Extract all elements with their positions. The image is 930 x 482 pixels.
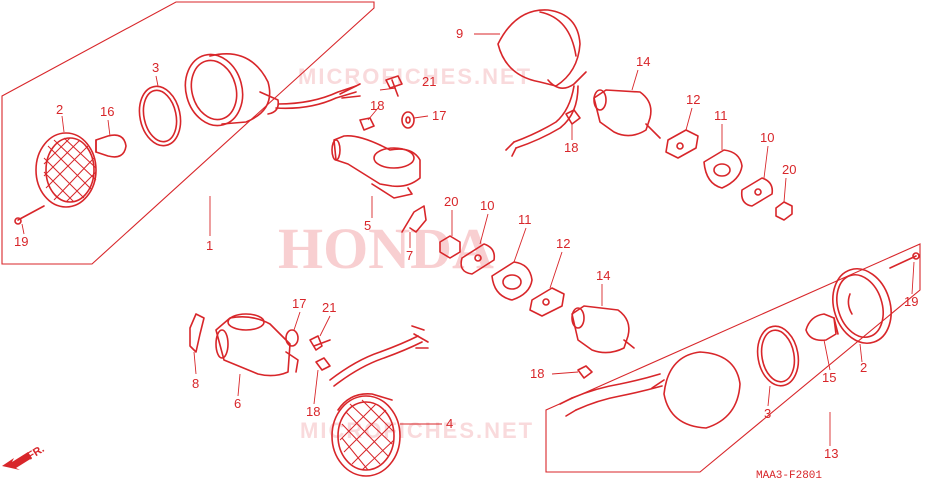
gasket-right bbox=[756, 325, 800, 387]
assembly-frame-right bbox=[545, 243, 921, 473]
callout-1: 1 bbox=[206, 238, 213, 253]
bracket-lower-6 bbox=[215, 313, 299, 377]
callout-20-center: 20 bbox=[444, 194, 458, 209]
honda-watermark: HONDA bbox=[278, 216, 494, 281]
socket-top bbox=[593, 89, 661, 139]
callout-8: 8 bbox=[192, 376, 199, 391]
nut-lower-18 bbox=[315, 357, 331, 371]
callout-21-upper: 21 bbox=[422, 74, 436, 89]
callout-18-upper: 18 bbox=[370, 98, 384, 113]
callout-14-top: 14 bbox=[636, 54, 650, 69]
callout-10-center: 10 bbox=[480, 198, 494, 213]
screw-left bbox=[14, 205, 45, 225]
leader-lines bbox=[21, 33, 915, 446]
callout-6: 6 bbox=[234, 396, 241, 411]
callout-2-left: 2 bbox=[56, 102, 63, 117]
callout-9: 9 bbox=[456, 26, 463, 41]
callout-10-top: 10 bbox=[760, 130, 774, 145]
callout-17-upper: 17 bbox=[432, 108, 446, 123]
gasket-left bbox=[138, 85, 182, 147]
site-watermark-bottom: MICROFICHES.NET bbox=[300, 418, 534, 443]
callout-16: 16 bbox=[100, 104, 114, 119]
washer-top-12 bbox=[665, 129, 699, 159]
washer-top-10 bbox=[740, 177, 774, 207]
callout-3-left: 3 bbox=[152, 60, 159, 75]
wires-lower bbox=[329, 325, 429, 387]
housing-left bbox=[184, 53, 361, 127]
nut-upper bbox=[359, 117, 375, 131]
grommet-top-11 bbox=[703, 149, 743, 189]
washer-center-12 bbox=[529, 287, 565, 317]
site-watermark-top: MICROFICHES.NET bbox=[298, 64, 532, 89]
nut-right-18 bbox=[577, 365, 593, 379]
lens-right bbox=[832, 268, 892, 344]
nut-top-18 bbox=[565, 109, 581, 125]
grommet-center-11 bbox=[491, 261, 533, 301]
callout-12-top: 12 bbox=[686, 92, 700, 107]
forward-arrow-icon bbox=[2, 452, 32, 470]
lens-left bbox=[35, 132, 97, 208]
bracket-upper bbox=[331, 134, 421, 199]
callout-17-lower: 17 bbox=[292, 296, 306, 311]
callout-5: 5 bbox=[364, 218, 371, 233]
bushing-upper bbox=[401, 111, 415, 129]
housing-top bbox=[497, 9, 587, 157]
callout-19-left: 19 bbox=[14, 234, 28, 249]
callout-18-lower: 18 bbox=[306, 404, 320, 419]
washer-center-10 bbox=[460, 243, 496, 275]
clip-lower-8 bbox=[189, 313, 205, 353]
callout-11-center: 11 bbox=[518, 212, 532, 227]
nut-top-20 bbox=[775, 201, 793, 221]
callout-19-right: 19 bbox=[904, 294, 918, 309]
bushing-lower-17 bbox=[285, 329, 299, 347]
screw-right bbox=[889, 252, 920, 269]
socket-center-14 bbox=[571, 305, 635, 354]
callout-13: 13 bbox=[824, 446, 838, 461]
callout-12-center: 12 bbox=[556, 236, 570, 251]
callout-21-lower: 21 bbox=[322, 300, 336, 315]
bulb-left bbox=[95, 134, 127, 158]
callout-18-top: 18 bbox=[564, 140, 578, 155]
nut-center-20 bbox=[439, 235, 461, 259]
assembly-frame-left bbox=[1, 1, 375, 265]
callout-4: 4 bbox=[446, 416, 453, 431]
bulb-right bbox=[805, 313, 839, 342]
diagram-code: MAA3-F2801 bbox=[756, 470, 822, 482]
callout-numbers: 1 2 2 3 3 4 5 6 7 8 9 10 10 11 11 12 12 … bbox=[14, 26, 918, 461]
callout-15: 15 bbox=[822, 370, 836, 385]
callout-11-top: 11 bbox=[714, 108, 728, 123]
callout-18-right: 18 bbox=[530, 366, 544, 381]
callout-14-center: 14 bbox=[596, 268, 610, 283]
lens-lower-4 bbox=[331, 393, 401, 477]
callout-2-right: 2 bbox=[860, 360, 867, 375]
bolt-lower-21 bbox=[309, 335, 331, 351]
clip-upper bbox=[401, 205, 427, 233]
housing-right bbox=[559, 351, 741, 429]
callout-20-top: 20 bbox=[782, 162, 796, 177]
callout-7: 7 bbox=[406, 248, 413, 263]
callout-3-right: 3 bbox=[764, 406, 771, 421]
